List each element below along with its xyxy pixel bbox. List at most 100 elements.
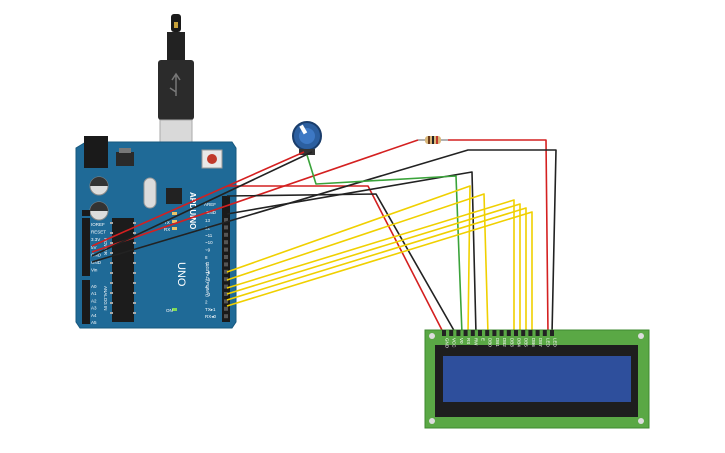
digital-pin-label: ~5	[205, 277, 211, 282]
lcd-pin-label: DB2	[502, 338, 507, 347]
wire-black	[226, 171, 477, 335]
analog-header	[82, 280, 90, 324]
pin-aref-label: AREF	[204, 202, 216, 207]
digital-pin-label: RX◂0	[205, 314, 217, 319]
digital-pin-label: ~6	[205, 270, 211, 275]
capacitor-icon	[89, 176, 109, 196]
digital-pin-label: ~3	[205, 292, 211, 297]
power-pin-label: GND	[91, 252, 102, 257]
arduino-uno-board[interactable]	[75, 136, 237, 329]
capacitor-icon	[89, 201, 109, 221]
power-pin-label: RESET	[91, 230, 106, 235]
lcd-screen	[443, 356, 631, 402]
wire-black	[91, 151, 313, 257]
digital-pin[interactable]	[224, 225, 228, 230]
pin-gnd-label: GND	[206, 210, 217, 215]
lcd-pin[interactable]	[492, 330, 497, 336]
arduino-logo: ARDUINO	[188, 192, 197, 229]
analog-pin-label: A5	[91, 320, 97, 325]
rx-label: RX	[164, 227, 170, 232]
lcd-pin-label: DB6	[531, 338, 536, 347]
wire-yellow	[226, 193, 489, 335]
wire-green	[306, 154, 463, 335]
lcd-pin[interactable]	[470, 330, 475, 336]
arduino-model: UNO	[175, 262, 187, 287]
lcd-pin[interactable]	[442, 330, 446, 336]
power-pin-label: Vin	[91, 268, 98, 273]
wire-yellow	[226, 203, 521, 334]
digital-pin-label: 8	[205, 255, 208, 260]
digital-pin[interactable]	[224, 277, 228, 282]
wire-red	[448, 139, 549, 335]
power-pin-label: 3.3V	[91, 237, 100, 242]
lcd-pin-label: VCC	[452, 338, 457, 348]
analog-pin-label: A0	[91, 284, 97, 289]
led-l	[172, 212, 177, 215]
wire-yellow	[226, 199, 515, 334]
power-pin-label: IOREF	[91, 222, 105, 227]
wire-black	[226, 193, 457, 335]
wires	[91, 139, 557, 335]
lcd-pin[interactable]	[542, 330, 547, 336]
digital-pin[interactable]	[224, 269, 228, 274]
atmega-chip	[112, 218, 134, 322]
lcd-pin[interactable]	[456, 330, 461, 336]
lcd-pin[interactable]	[506, 330, 511, 336]
lcd-pin[interactable]	[550, 330, 554, 336]
digital-pin[interactable]	[224, 240, 228, 245]
digital-pin-label: 7	[205, 262, 208, 267]
power-pin-labels: IOREF RESET 3.3V 5V GND GND Vin	[91, 222, 106, 273]
digital-pin-label: ~10	[205, 240, 213, 245]
lcd-pin-header	[442, 330, 554, 336]
lcd-pin[interactable]	[514, 330, 518, 336]
lcd-pin[interactable]	[499, 330, 504, 336]
lcd-pin-label: DB5	[524, 338, 529, 347]
lcd-pin-label: DB1	[495, 338, 500, 347]
lcd-pin[interactable]	[528, 330, 533, 336]
lcd-pin[interactable]	[463, 330, 468, 336]
digital-pin[interactable]	[224, 255, 228, 259]
tx-label: TX	[164, 220, 170, 225]
power-pin-label: GND	[91, 260, 102, 265]
voltage-regulator	[116, 152, 134, 166]
wire-red	[227, 185, 445, 335]
wire-yellow	[226, 185, 471, 335]
analog-pin-label: A1	[91, 291, 97, 296]
led-on	[172, 308, 177, 311]
digital-pin[interactable]	[224, 262, 228, 267]
lcd-16x2-module[interactable]	[424, 329, 650, 429]
digital-pin-label: ~11	[205, 233, 213, 238]
digital-pin-label: 13	[205, 218, 211, 223]
digital-pin-label: 4	[205, 285, 208, 290]
analog-pin-label: A4	[91, 313, 97, 318]
wire-yellow	[226, 207, 527, 334]
digital-pin[interactable]	[224, 299, 228, 304]
lcd-pin-label: RS	[466, 338, 471, 344]
lcd-pin[interactable]	[535, 330, 540, 336]
led-tx	[172, 220, 177, 223]
wire-black	[91, 149, 557, 335]
lcd-pin-label: LED	[553, 338, 558, 348]
digital-pin-label: 2	[205, 299, 208, 304]
resistor[interactable]	[418, 136, 448, 144]
lcd-pin[interactable]	[485, 330, 490, 336]
digital-pin[interactable]	[224, 218, 228, 222]
digital-pin[interactable]	[224, 247, 228, 252]
digital-pin[interactable]	[224, 232, 228, 237]
digital-pin[interactable]	[224, 284, 228, 289]
lcd-pin[interactable]	[521, 330, 526, 336]
lcd-pin-label: DB3	[509, 338, 514, 347]
digital-pin[interactable]	[224, 292, 228, 296]
crystal-oscillator	[143, 177, 157, 209]
digital-pin[interactable]	[224, 306, 228, 311]
digital-header-label: DIGITAL (PWM~)	[205, 262, 210, 297]
power-pin-label: 5V	[91, 245, 97, 250]
digital-pin[interactable]	[224, 314, 228, 319]
lcd-pin-label: DB4	[517, 338, 522, 347]
led-rx	[172, 227, 177, 230]
lcd-pin[interactable]	[478, 330, 482, 336]
lcd-pin-label: DB0	[488, 338, 493, 347]
lcd-pin[interactable]	[449, 330, 454, 336]
potentiometer[interactable]	[292, 121, 322, 155]
